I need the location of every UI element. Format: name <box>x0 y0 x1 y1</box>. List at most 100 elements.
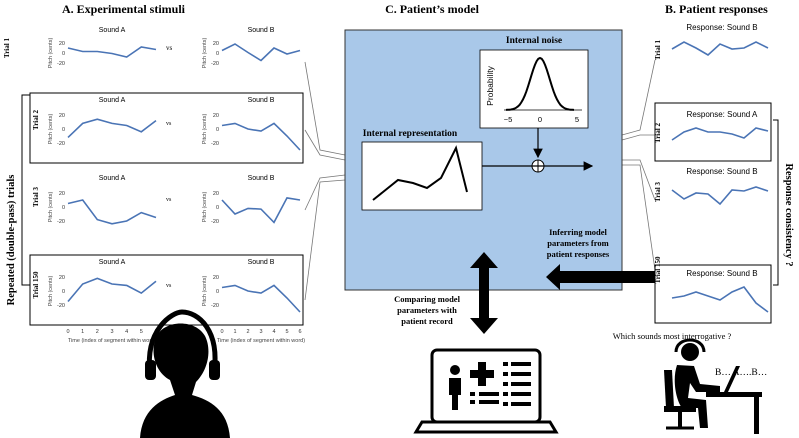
sound-title: Sound A <box>99 259 126 266</box>
sound-title: Sound A <box>99 27 126 34</box>
inferring-text-1: Inferring model <box>549 227 607 237</box>
x-tick-label: 1 <box>233 329 236 335</box>
trial-label-150: Trial 150 <box>32 271 40 298</box>
comparing-double-arrow <box>470 252 498 334</box>
x-tick-label: 2 <box>96 329 99 335</box>
x-tick-label: 3 <box>259 329 262 335</box>
pitch-axis-label: Pitch (cents) <box>48 192 54 223</box>
time-axis-label-b: Time (index of segment within word) <box>217 338 305 344</box>
y-tick-label: 20 <box>213 275 219 281</box>
y-tick-label: 0 <box>62 205 65 211</box>
section-title-responses: B. Patient responses <box>665 2 768 16</box>
trial-label-2: Trial 2 <box>32 110 40 130</box>
y-tick-label: -20 <box>211 303 219 309</box>
vs-label-2: vs <box>166 121 172 127</box>
comparing-text-2: parameters with <box>397 305 457 315</box>
contour-line <box>221 197 301 224</box>
response-plot-1 <box>671 41 769 56</box>
x-tick-label: 1 <box>81 329 84 335</box>
inferring-text-2: parameters from <box>547 238 608 248</box>
inferring-text-3: patient responses <box>547 249 610 259</box>
pitch-axis-label: Pitch (cents) <box>48 276 54 307</box>
trial-label-1: Trial 1 <box>3 38 11 58</box>
response-trial-label-3: Trial 3 <box>654 182 662 202</box>
response-plot-4 <box>671 286 769 313</box>
inferring-arrow <box>546 264 655 290</box>
section-title-model: C. Patient’s model <box>385 2 480 16</box>
response-plot-3 <box>671 186 769 206</box>
noise-tick-5: 5 <box>575 115 579 124</box>
contour-line <box>671 286 769 313</box>
contour-line <box>221 122 301 151</box>
y-tick-label: 20 <box>59 41 65 47</box>
y-tick-label: 0 <box>216 127 219 133</box>
speech-text: B… A….B… <box>715 368 767 378</box>
contour-line <box>221 43 301 62</box>
pitch-axis-label: Pitch (cents) <box>202 38 208 69</box>
consistency-bracket <box>773 119 779 286</box>
noise-tick-neg5: −5 <box>504 115 513 124</box>
trial-label-3: Trial 3 <box>32 187 40 207</box>
response-3-label: Response: Sound B <box>686 167 757 176</box>
response-plot-2 <box>671 127 769 141</box>
internal-representation-title: Internal representation <box>363 129 458 139</box>
response-2-label: Response: Sound A <box>687 110 758 119</box>
trial-150-frame <box>29 254 304 326</box>
laptop-medical-record-icon <box>413 348 559 434</box>
patient-at-computer-icon <box>664 338 762 434</box>
y-tick-label: 20 <box>59 191 65 197</box>
response-trial-label-1: Trial 1 <box>654 40 662 60</box>
contour-line <box>671 127 769 141</box>
trial-2-frame <box>29 92 304 164</box>
y-tick-label: 20 <box>213 41 219 47</box>
repeated-bracket <box>21 94 30 286</box>
internal-noise-box <box>479 49 589 129</box>
y-tick-label: -20 <box>211 141 219 147</box>
y-tick-label: -20 <box>57 141 65 147</box>
probability-axis-label: Probability <box>485 65 495 105</box>
contour-line <box>67 118 157 138</box>
y-tick-label: -20 <box>57 219 65 225</box>
sound-title: Sound B <box>248 259 275 266</box>
sound-title: Sound A <box>99 97 126 104</box>
time-axis-label-a: Time (index of segment within word) <box>68 338 156 344</box>
response-consistency-label: Response consistency ? <box>783 163 794 266</box>
response-trial-2-frame <box>654 102 772 162</box>
noise-tick-0: 0 <box>538 115 542 124</box>
x-tick-label: 4 <box>272 329 275 335</box>
x-tick-label: 5 <box>285 329 288 335</box>
x-tick-label: 6 <box>298 329 301 335</box>
noise-gaussian-curve <box>505 56 575 111</box>
response-connectors <box>621 59 656 271</box>
sound-title: Sound B <box>248 175 275 182</box>
x-tick-label: 5 <box>140 329 143 335</box>
listener-headphones-icon <box>140 309 230 438</box>
contour-line <box>67 277 157 303</box>
y-tick-label: -20 <box>57 303 65 309</box>
y-tick-label: 0 <box>62 127 65 133</box>
contour-line <box>67 46 157 58</box>
y-tick-label: 0 <box>216 205 219 211</box>
contour-line <box>221 284 301 313</box>
y-tick-label: -20 <box>57 61 65 67</box>
pitch-axis-label: Pitch (cents) <box>48 114 54 145</box>
question-text: Which sounds most interrogative ? <box>613 331 732 341</box>
response-trial-label-2: Trial 2 <box>654 123 662 143</box>
pitch-axis-label: Pitch (cents) <box>202 276 208 307</box>
y-tick-label: 20 <box>59 113 65 119</box>
y-tick-label: 0 <box>62 289 65 295</box>
x-tick-label: 2 <box>246 329 249 335</box>
sound-title: Sound A <box>99 175 126 182</box>
y-tick-label: 20 <box>213 191 219 197</box>
x-tick-label: 4 <box>125 329 128 335</box>
